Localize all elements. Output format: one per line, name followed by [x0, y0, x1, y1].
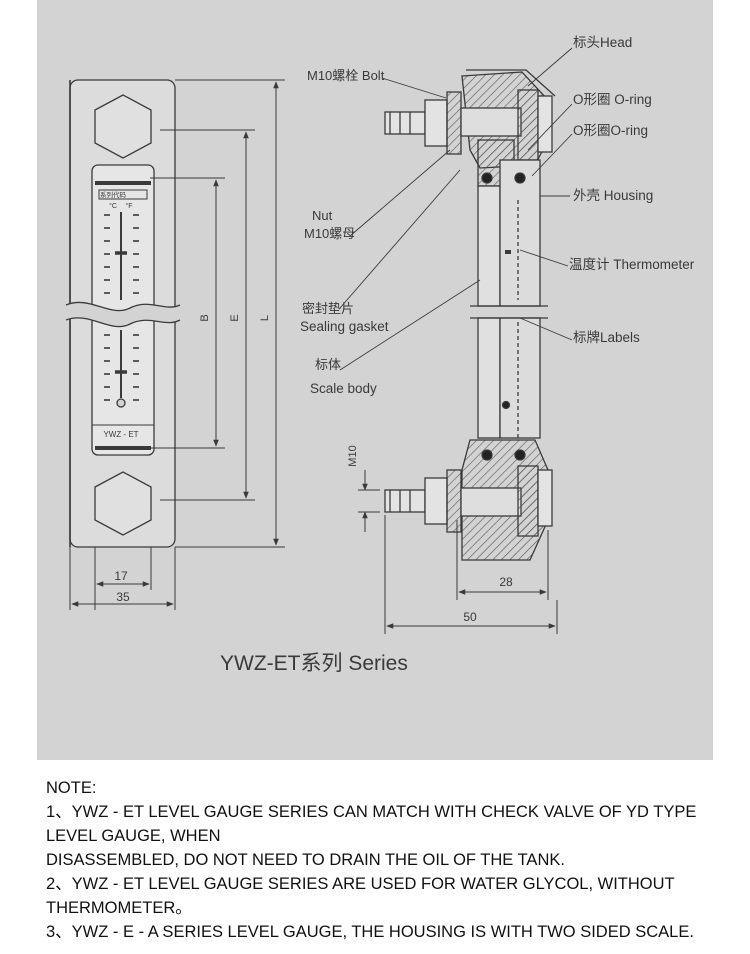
housing-side [499, 159, 541, 307]
side-view [339, 47, 573, 634]
callout-oring-1: O形圈 O-ring [573, 92, 652, 107]
dim-label-b: B [199, 314, 211, 321]
notes-section: NOTE: 1、YWZ - ET LEVEL GAUGE SERIES CAN … [46, 776, 736, 944]
callout-labels: 标牌Labels [573, 329, 640, 345]
bottom-bolt-hex [94, 471, 152, 536]
dim-label-17: 17 [114, 569, 128, 583]
front-view [65, 79, 285, 610]
scale-body [477, 185, 501, 307]
dim-label-e: E [229, 314, 241, 321]
note-line: 3、YWZ - E - A SERIES LEVEL GAUGE, THE HO… [46, 923, 694, 941]
notes-heading: NOTE: [46, 779, 97, 797]
callout-body-cn: 标体 [315, 357, 341, 372]
unit-celsius: °C [109, 202, 117, 210]
callout-housing: 外壳 Housing [573, 188, 653, 203]
dim-label-50: 50 [463, 610, 477, 624]
scale-header: 系列代码 [100, 190, 127, 199]
callout-nut-cn: M10螺母 [304, 226, 355, 241]
scale-ticks [104, 214, 139, 401]
leader-lines [339, 47, 573, 371]
series-title: YWZ-ET系列 Series [220, 652, 408, 675]
top-bolt-hex [94, 94, 152, 159]
front-view-text: 系列代码 °C °F YWZ - ET B E L 17 35 [100, 190, 271, 604]
note-line: 2、YWZ - ET LEVEL GAUGE SERIES ARE USED F… [46, 875, 675, 893]
dim-label-35: 35 [116, 590, 130, 604]
callout-nut-en: Nut [312, 208, 333, 223]
unit-fahrenheit: °F [125, 202, 132, 210]
dim-label-l: L [259, 315, 271, 321]
callout-gasket-cn: 密封垫片 [302, 301, 354, 316]
technical-drawing: 系列代码 °C °F YWZ - ET B E L 17 35 [65, 35, 695, 675]
callout-gasket-en: Sealing gasket [300, 319, 389, 334]
note-line: 1、YWZ - ET LEVEL GAUGE SERIES CAN MATCH … [46, 803, 697, 821]
callout-bolt: M10螺栓 Bolt [307, 68, 385, 83]
dim-label-m10: M10 [347, 445, 359, 466]
dim-label-28: 28 [499, 575, 513, 589]
note-line: THERMOMETER。 [46, 899, 192, 917]
note-line: DISASSEMBLED, DO NOT NEED TO DRAIN THE O… [46, 851, 565, 869]
callout-thermometer: 温度计 Thermometer [569, 257, 695, 272]
bottom-bolt-shank [384, 489, 426, 513]
callout-body-en: Scale body [310, 381, 377, 396]
side-view-text: M10 28 50 标头Head O形圈 O-ring O形圈O-ring 外壳… [300, 35, 695, 624]
bottom-nut [424, 477, 448, 525]
top-bolt-shank [384, 111, 426, 135]
note-line: LEVEL GAUGE, WHEN [46, 827, 221, 845]
top-nut [424, 99, 448, 147]
model-tag: YWZ - ET [103, 430, 138, 439]
callout-head: 标头Head [573, 35, 632, 50]
callout-oring-2: O形圈O-ring [573, 123, 648, 138]
